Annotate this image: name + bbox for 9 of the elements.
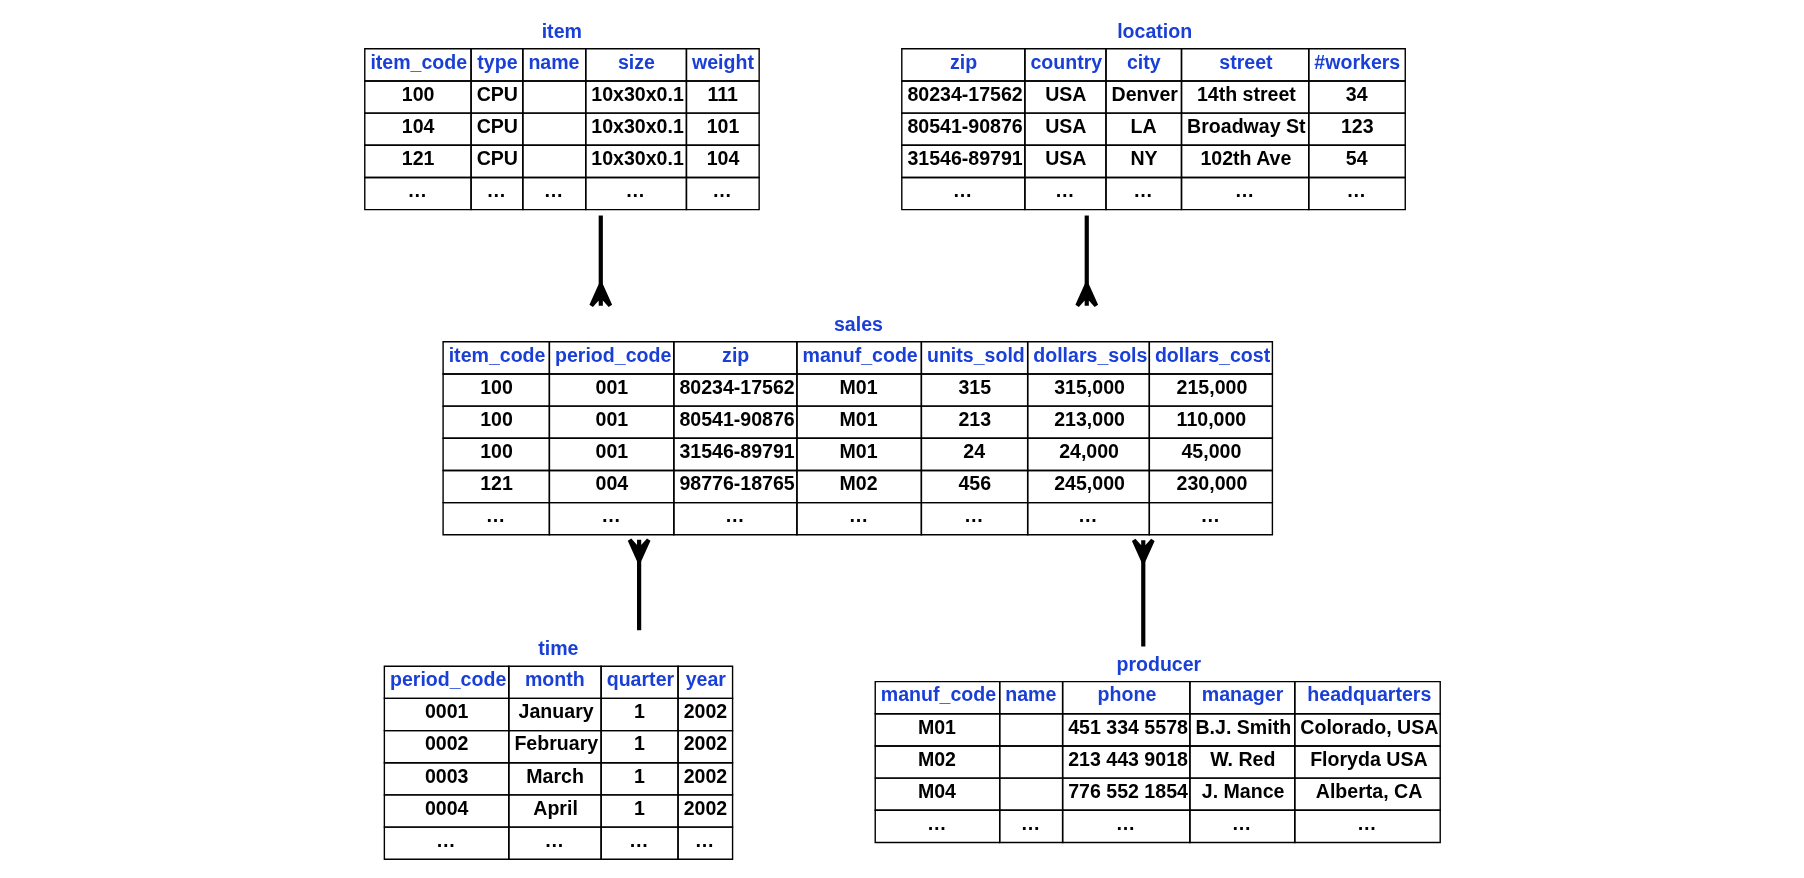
node-label: time [537,637,578,660]
node-label: producer [1115,652,1201,675]
connector [1131,538,1155,647]
node-label: sales [833,312,883,335]
node-label: item [541,19,582,42]
node-label: location [1116,19,1192,42]
connector [588,215,612,308]
connector [627,537,651,631]
connector [1074,215,1098,308]
